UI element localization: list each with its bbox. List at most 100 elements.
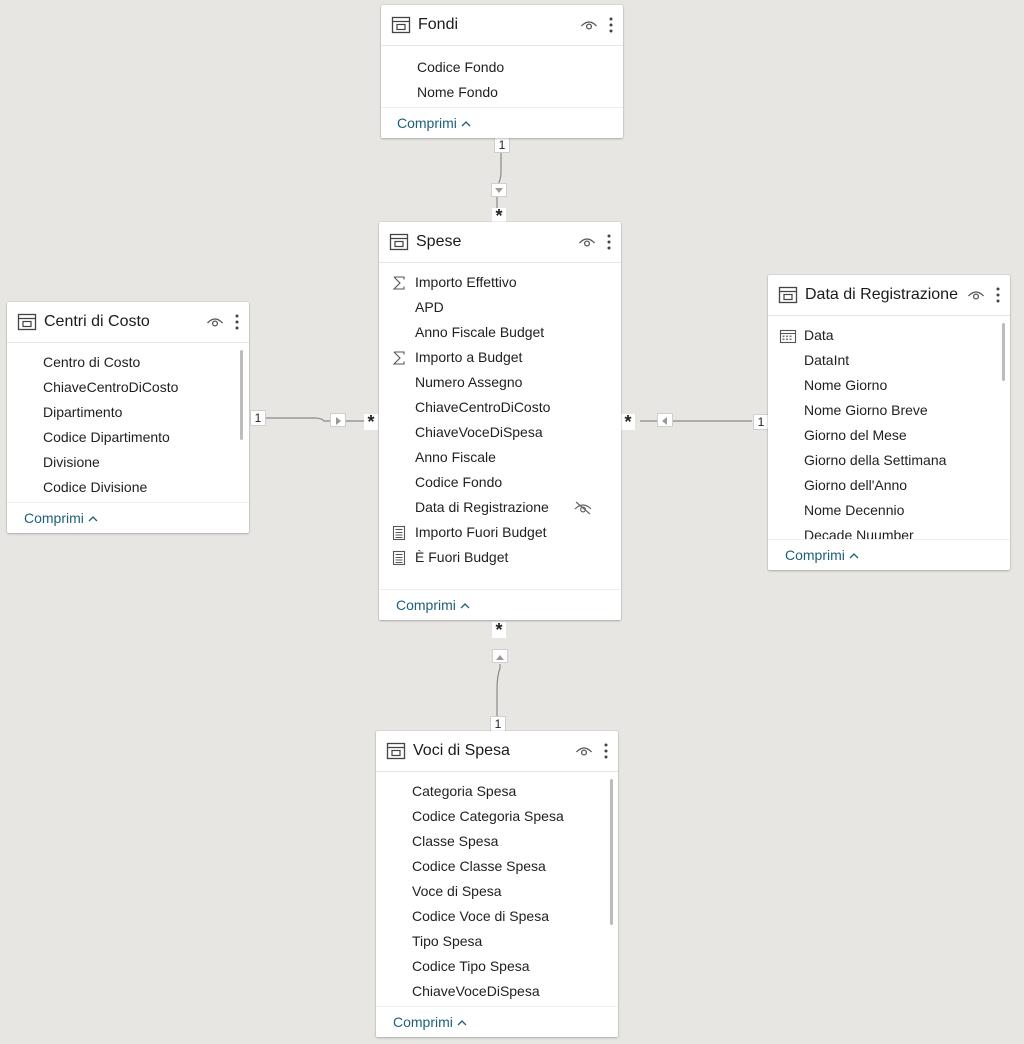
field-row[interactable]: Nome Giorno Breve xyxy=(768,398,1010,423)
field-row[interactable]: Codice Categoria Spesa xyxy=(376,804,618,829)
field-row[interactable]: Codice Tipo Spesa xyxy=(376,954,618,979)
rel-direction-arrow-centri[interactable] xyxy=(330,413,346,427)
table-header[interactable]: Fondi xyxy=(381,5,623,46)
rel-direction-arrow-fondi[interactable] xyxy=(491,183,507,197)
more-options-icon[interactable] xyxy=(602,741,610,761)
field-row[interactable]: Classe Spesa xyxy=(376,829,618,854)
table-title: Centri di Costo xyxy=(44,313,150,330)
field-row[interactable]: Categoria Spesa xyxy=(376,779,618,804)
field-row[interactable]: Importo Effettivo xyxy=(379,270,621,295)
calculator-icon xyxy=(391,524,407,541)
chevron-up-icon xyxy=(460,603,470,609)
table-footer: Comprimi xyxy=(768,539,1010,570)
rel-direction-arrow-data[interactable] xyxy=(657,413,673,427)
field-row[interactable]: Tipo Spesa xyxy=(376,929,618,954)
field-label: Voce di Spesa xyxy=(412,883,502,899)
chevron-up-icon xyxy=(849,553,859,559)
field-row[interactable]: Codice Divisione xyxy=(7,475,249,500)
rel-many-label-data: * xyxy=(621,413,635,431)
field-row[interactable]: Divisione xyxy=(7,450,249,475)
eye-icon[interactable] xyxy=(206,314,224,330)
scrollbar[interactable] xyxy=(610,779,613,925)
collapse-button[interactable]: Comprimi xyxy=(785,546,859,564)
field-row[interactable]: Anno Fiscale Budget xyxy=(379,320,621,345)
field-row[interactable]: Codice Classe Spesa xyxy=(376,854,618,879)
table-header[interactable]: Centri di Costo xyxy=(7,302,249,343)
field-row[interactable]: Codice Fondo xyxy=(379,470,621,495)
field-row[interactable]: Nome Decennio xyxy=(768,498,1010,523)
more-options-icon[interactable] xyxy=(994,285,1002,305)
field-row[interactable]: ChiaveVoceDiSpesa xyxy=(376,979,618,1004)
eye-icon[interactable] xyxy=(575,743,593,759)
field-row[interactable]: Nome Fondo xyxy=(381,80,623,105)
field-row[interactable]: Nome Giorno xyxy=(768,373,1010,398)
field-row[interactable]: Importo a Budget xyxy=(379,345,621,370)
collapse-button[interactable]: Comprimi xyxy=(393,1013,467,1031)
field-label: Nome Giorno xyxy=(804,377,888,393)
table-header[interactable]: Spese xyxy=(379,222,621,263)
field-label: ChiaveCentroDiCosto xyxy=(415,399,551,415)
field-row[interactable]: APD xyxy=(379,295,621,320)
field-row[interactable]: Anno Fiscale xyxy=(379,445,621,470)
collapse-label: Comprimi xyxy=(396,597,456,613)
field-row[interactable]: ChiaveVoceDiSpesa xyxy=(379,420,621,445)
field-row[interactable]: Giorno della Settimana xyxy=(768,448,1010,473)
field-row[interactable]: Dipartimento xyxy=(7,400,249,425)
more-options-icon[interactable] xyxy=(233,312,241,332)
table-footer: Comprimi xyxy=(381,107,623,138)
field-row[interactable]: Codice Voce di Spesa xyxy=(376,904,618,929)
arrow-left-icon xyxy=(662,417,667,425)
field-label: Codice Tipo Spesa xyxy=(412,958,530,974)
field-label: Codice Voce di Spesa xyxy=(412,908,549,924)
more-options-icon[interactable] xyxy=(607,15,615,35)
table-header[interactable]: Voci di Spesa xyxy=(376,731,618,772)
field-row[interactable]: ChiaveCentroDiCosto xyxy=(379,395,621,420)
field-label: Codice Divisione xyxy=(43,479,148,495)
collapse-button[interactable]: Comprimi xyxy=(24,509,98,527)
collapse-button[interactable]: Comprimi xyxy=(397,114,471,132)
eye-hidden-icon[interactable] xyxy=(573,499,593,515)
collapse-button[interactable]: Comprimi xyxy=(396,596,470,614)
field-label: È Fuori Budget xyxy=(415,549,509,565)
field-label: Nome Giorno Breve xyxy=(804,402,928,418)
field-row[interactable]: Data di Registrazione xyxy=(379,495,621,520)
field-row[interactable]: Giorno del Mese xyxy=(768,423,1010,448)
field-label: Codice Fondo xyxy=(417,59,505,75)
arrow-down-icon xyxy=(495,188,503,193)
field-label: Importo Fuori Budget xyxy=(415,524,547,540)
eye-icon[interactable] xyxy=(578,234,596,250)
table-title: Voci di Spesa xyxy=(413,742,510,759)
chevron-up-icon xyxy=(88,516,98,522)
field-label: Importo a Budget xyxy=(415,349,523,365)
field-row[interactable]: Voce di Spesa xyxy=(376,879,618,904)
table-header[interactable]: Data di Registrazione xyxy=(768,275,1010,316)
field-row[interactable]: Codice Fondo xyxy=(381,55,623,80)
table-icon xyxy=(778,285,798,305)
eye-icon[interactable] xyxy=(580,17,598,33)
more-options-icon[interactable] xyxy=(605,232,613,252)
eye-icon[interactable] xyxy=(967,287,985,303)
scrollbar[interactable] xyxy=(1002,323,1005,381)
field-label: Centro di Costo xyxy=(43,354,141,370)
field-label: Giorno dell'Anno xyxy=(804,477,908,493)
field-row[interactable]: ChiaveCentroDiCosto xyxy=(7,375,249,400)
field-row[interactable]: Importo Fuori Budget xyxy=(379,520,621,545)
field-row[interactable]: Data xyxy=(768,323,1010,348)
field-row[interactable]: Centro di Costo xyxy=(7,350,249,375)
collapse-label: Comprimi xyxy=(397,115,457,131)
field-row[interactable]: DataInt xyxy=(768,348,1010,373)
field-row[interactable]: Numero Assegno xyxy=(379,370,621,395)
rel-direction-arrow-voci[interactable] xyxy=(492,649,508,663)
field-label: DataInt xyxy=(804,352,850,368)
field-row[interactable]: È Fuori Budget xyxy=(379,545,621,570)
field-row[interactable]: Giorno dell'Anno xyxy=(768,473,1010,498)
field-label: Nome Decennio xyxy=(804,502,905,518)
scrollbar[interactable] xyxy=(240,350,243,440)
field-row[interactable]: Codice Dipartimento xyxy=(7,425,249,450)
field-label: Codice Fondo xyxy=(415,474,503,490)
